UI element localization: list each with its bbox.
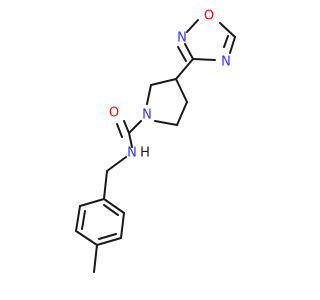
benzene-ring — [75, 198, 125, 246]
bond-N2-C3-double — [177, 46, 187, 62]
molecule-structure: O N N N O N H — [75, 9, 236, 273]
bond-pyr-C4-C3 — [175, 78, 188, 103]
atom-label-amide-H: H — [140, 146, 150, 161]
bond-O1-N2 — [186, 19, 199, 33]
bond-CH2-ring — [103, 170, 108, 200]
bond-N4-C5 — [229, 36, 236, 54]
bond-methyl — [93, 244, 98, 273]
bond-ar-inner-c — [103, 204, 119, 216]
bond-ar-inner-a — [81, 210, 86, 230]
bond-ar-inner-b — [98, 233, 117, 240]
pyrrolidine-ring — [146, 78, 188, 126]
atom-label-oxadiazole-N2: N — [177, 31, 187, 46]
bond-pyr-C3-C2 — [150, 78, 177, 86]
oxadiazole-ring — [177, 19, 236, 62]
bond-carbonylC-amideN — [128, 132, 133, 148]
atom-label-oxadiazole-N4: N — [221, 55, 231, 70]
bond-N4-C5-double — [223, 35, 229, 48]
atom-label-amide-N: N — [127, 146, 137, 161]
bond-ar-4-5 — [96, 237, 122, 246]
bond-amideN-CH2 — [106, 156, 127, 172]
bond-C3-pyrC3 — [175, 58, 194, 80]
bond-pyr-C2-N1 — [146, 84, 152, 105]
bond-ar-5-6 — [120, 212, 125, 239]
structure-canvas: O N N N O N H — [75, 9, 236, 273]
bond-N2-C3 — [184, 43, 194, 60]
bond-N1-carbonylC — [128, 120, 142, 134]
bond-pyr-N1-C5 — [154, 120, 178, 126]
bond-pyr-C5-C4 — [176, 101, 188, 126]
carboxamide-group — [116, 120, 142, 148]
bond-ar-6-1 — [103, 198, 125, 214]
bond-C3-N4 — [192, 58, 216, 61]
bond-ar-2-3 — [75, 205, 81, 232]
bond-C5-O1 — [219, 22, 236, 38]
atom-label-carbonyl-O: O — [109, 106, 119, 121]
atom-label-oxadiazole-O: O — [204, 9, 214, 24]
bond-ar-3-4 — [75, 230, 98, 246]
atom-label-pyrrolidine-N: N — [142, 108, 152, 123]
bond-ar-1-2 — [79, 198, 105, 207]
bond-carbonylC-O-double — [116, 123, 123, 138]
bond-carbonylC-O — [123, 120, 130, 134]
